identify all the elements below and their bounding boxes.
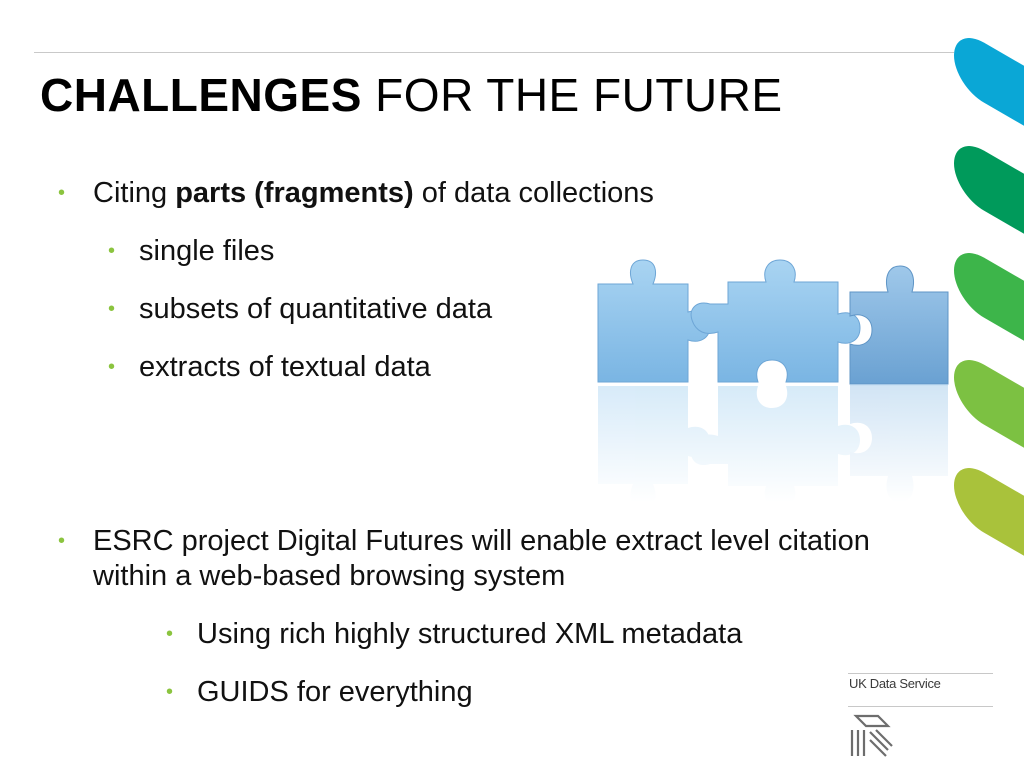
bullet-dot: • bbox=[58, 530, 66, 552]
sub-bullet-text: subsets of quantitative data bbox=[139, 293, 493, 325]
brand-logo-text: UK Data Service bbox=[849, 676, 941, 691]
sub-bullet-xml-metadata: • Using rich highly structured XML metad… bbox=[40, 617, 920, 652]
top-divider bbox=[34, 52, 954, 53]
accent-shape-dark-green bbox=[954, 133, 1024, 263]
bullet-dot: • bbox=[108, 298, 116, 320]
sub-bullet-text: extracts of textual data bbox=[139, 351, 431, 383]
puzzle-pieces-icon bbox=[588, 259, 958, 502]
title-strong: CHALLENGES bbox=[40, 69, 362, 121]
bullet-citing-parts: • Citing parts (fragments) of data colle… bbox=[40, 176, 780, 211]
bullet-dot: • bbox=[58, 182, 66, 204]
sub-bullet-subsets: • subsets of quantitative data bbox=[40, 292, 780, 327]
bullet-text-before: Citing bbox=[93, 177, 176, 209]
accent-shape-blue bbox=[954, 25, 1024, 155]
sub-bullet-text: Using rich highly structured XML metadat… bbox=[197, 618, 743, 650]
sub-bullet-text: GUIDS for everything bbox=[197, 676, 473, 708]
bullet-list-fragments: • Citing parts (fragments) of data colle… bbox=[40, 176, 780, 408]
logo-rule-bottom bbox=[848, 706, 993, 707]
bullet-dot: • bbox=[108, 356, 116, 378]
sub-bullet-extracts: • extracts of textual data bbox=[40, 350, 780, 385]
bullet-dot: • bbox=[166, 623, 174, 645]
accent-shape-lime bbox=[954, 455, 1024, 585]
sub-bullet-guids: • GUIDS for everything bbox=[40, 675, 920, 710]
accent-shape-light-green bbox=[954, 347, 1024, 477]
bullet-list-digital-futures: • ESRC project Digital Futures will enab… bbox=[40, 524, 920, 733]
sub-bullet-text: single files bbox=[139, 235, 275, 267]
logo-rule-top bbox=[848, 673, 993, 674]
bullet-dot: • bbox=[108, 240, 116, 262]
bullet-esrc-project: • ESRC project Digital Futures will enab… bbox=[40, 524, 920, 594]
bullet-text-after: of data collections bbox=[413, 177, 654, 209]
bullet-text: ESRC project Digital Futures will enable… bbox=[93, 525, 870, 592]
bullet-dot: • bbox=[166, 681, 174, 703]
slide-title: CHALLENGES FOR THE FUTURE bbox=[40, 68, 783, 122]
title-rest: FOR THE FUTURE bbox=[361, 69, 783, 121]
bullet-text-bold: parts (fragments) bbox=[175, 177, 414, 209]
uk-data-service-logo-icon bbox=[850, 714, 893, 757]
sub-bullet-single-files: • single files bbox=[40, 234, 780, 269]
brand-accent-shapes bbox=[954, 0, 1024, 600]
accent-shape-green bbox=[954, 240, 1024, 370]
